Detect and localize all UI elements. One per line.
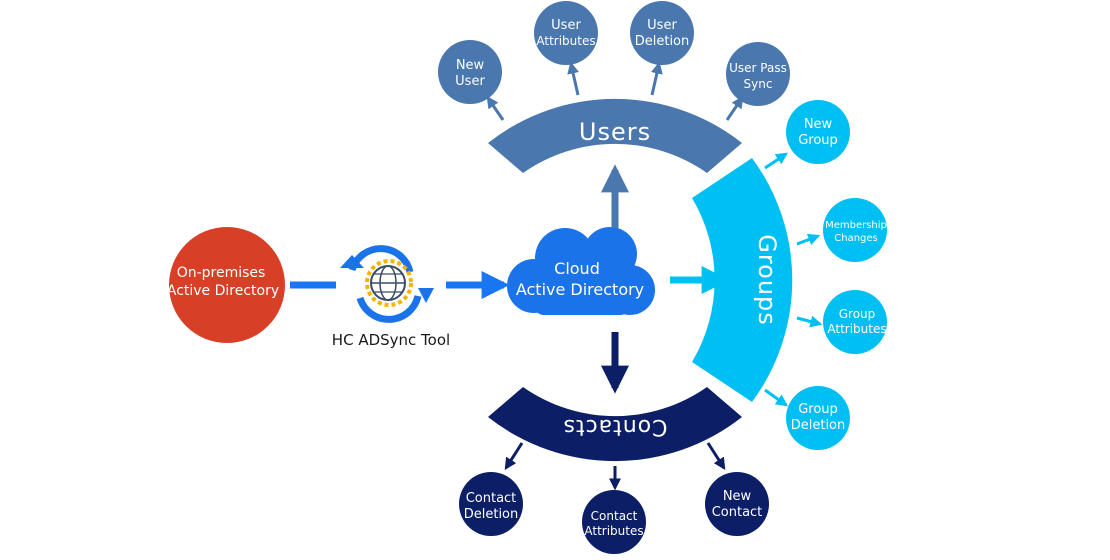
users-node-new-user: New User — [438, 40, 502, 104]
node-label-line2: Attributes — [536, 34, 595, 48]
node-label-line2: Deletion — [635, 34, 690, 49]
node-label-line2: Contact — [712, 505, 763, 520]
users-node-user-deletion: User Deletion — [630, 1, 694, 65]
groups-arrow-group-attributes — [796, 315, 823, 328]
contacts-node-new-contact: New Contact — [705, 472, 769, 536]
on-premises-label-line2: Active Directory — [167, 283, 279, 299]
on-premises-circle — [169, 227, 285, 343]
cloud-icon — [507, 227, 655, 315]
contacts-section: Contacts — [488, 387, 742, 462]
node-label-line1: New — [723, 489, 752, 504]
users-arrow-user-pass-sync — [725, 96, 744, 121]
node-label-line1: New — [456, 58, 485, 73]
sync-globe-icon — [340, 245, 434, 323]
node-label-line2: Deletion — [791, 418, 846, 433]
node-label-line1: Membership — [825, 220, 887, 231]
cloud-node: Cloud Active Directory — [507, 227, 655, 315]
node-label-line1: User — [551, 18, 581, 33]
contacts-arrow-new-contact — [706, 442, 726, 471]
sync-tool: HC ADSync Tool — [332, 245, 450, 349]
contacts-node-contact-deletion: Contact Deletion — [459, 472, 523, 536]
node-label-line1: User — [647, 18, 677, 33]
groups-node-new-group: New Group — [786, 100, 850, 164]
node-label-line2: Deletion — [464, 507, 519, 522]
node-label-line1: User Pass — [729, 61, 787, 75]
users-arrow-user-deletion — [650, 61, 663, 96]
cloud-label-line1: Cloud — [554, 259, 600, 278]
users-label: Users — [579, 118, 651, 146]
node-label-line1: Contact — [466, 491, 517, 506]
groups-node-membership-changes: Membership Changes — [823, 198, 887, 262]
groups-section: Groups — [692, 158, 793, 402]
users-section: Users — [488, 98, 742, 173]
users-arrow-new-user — [486, 96, 505, 121]
node-label-line1: Group — [798, 402, 838, 417]
users-node-user-attributes: User Attributes — [534, 1, 598, 65]
users-node-user-pass-sync: User Pass Sync — [726, 42, 790, 106]
node-label-line2: Group — [798, 133, 838, 148]
node-label-line2: User — [455, 74, 485, 89]
node-label-line1: Contact — [591, 509, 638, 523]
users-arrow-user-attributes — [567, 61, 580, 96]
contacts-arc — [488, 387, 742, 462]
contacts-node-contact-attributes: Contact Attributes — [582, 490, 646, 554]
contacts-label: Contacts — [562, 414, 667, 439]
users-arc — [488, 98, 742, 173]
groups-arrow-group-deletion — [764, 388, 788, 407]
node-label-line2: Changes — [834, 233, 878, 244]
on-premises-node: On-premises Active Directory — [167, 227, 285, 343]
sync-tool-label: HC ADSync Tool — [332, 331, 450, 349]
node-label-line1: Group — [839, 307, 876, 321]
groups-node-group-attributes: Group Attributes — [823, 290, 887, 354]
node-label-line2: Attributes — [827, 322, 886, 336]
cloud-label-line2: Active Directory — [516, 280, 644, 299]
groups-node-group-deletion: Group Deletion — [786, 386, 850, 450]
groups-arrow-membership — [796, 233, 821, 246]
groups-arrow-new-group — [764, 152, 788, 170]
node-label-line2: Sync — [744, 77, 773, 91]
on-premises-label-line1: On-premises — [177, 265, 266, 281]
groups-label: Groups — [753, 234, 781, 326]
contacts-arrow-contact-deletion — [504, 442, 524, 471]
groups-arc — [692, 158, 793, 402]
node-label-line1: New — [804, 117, 833, 132]
node-label-line2: Attributes — [584, 524, 643, 538]
